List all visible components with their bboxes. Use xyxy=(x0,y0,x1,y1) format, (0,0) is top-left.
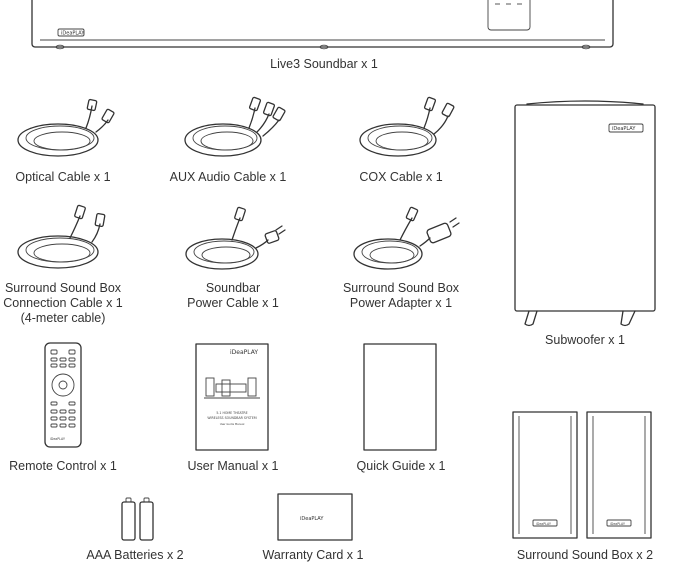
surround-cable-caption-2: Connection Cable x 1 xyxy=(3,296,123,310)
soundbar-item: iDeaPLAY Live3 Soundbar x 1 xyxy=(0,0,678,75)
surround-box-caption: Surround Sound Box x 2 xyxy=(516,548,654,562)
surround-adapter-caption-1: Surround Sound Box xyxy=(342,281,460,295)
manual-title-line-2: WIRELESS SOUNDBAR SYSTEM xyxy=(207,416,256,420)
manual-brand-logo: iDeaPLAY xyxy=(230,349,258,356)
subwoofer-brand-logo: iDeaPLAY xyxy=(612,126,636,132)
soundbar-illustration: iDeaPLAY xyxy=(31,0,614,50)
remote-control-item: iDeaPLAY Remote Control x 1 xyxy=(0,340,130,480)
soundbar-brand-logo: iDeaPLAY xyxy=(61,31,85,37)
surround-box-left-brand-logo: iDeaPLAY xyxy=(536,522,551,526)
remote-brand-logo: iDeaPLAY xyxy=(50,437,65,441)
optical-cable-illustration xyxy=(17,98,115,157)
warranty-card-caption: Warranty Card x 1 xyxy=(262,548,364,562)
soundbar-power-cable-caption-2: Power Cable x 1 xyxy=(187,296,279,310)
surround-cable-item: Surround Sound Box Connection Cable x 1 … xyxy=(0,204,130,327)
quick-guide-illustration xyxy=(363,343,437,451)
remote-control-illustration: iDeaPLAY xyxy=(44,342,82,448)
optical-cable-caption: Optical Cable x 1 xyxy=(15,170,111,184)
soundbar-power-cable-caption-1: Soundbar xyxy=(205,281,261,295)
remote-control-caption: Remote Control x 1 xyxy=(9,459,117,473)
user-manual-illustration: iDeaPLAY 5.1 HOME THEATRE WIRELESS SOUND… xyxy=(195,343,269,451)
subwoofer-item: iDeaPLAY Subwoofer x 1 xyxy=(505,100,665,350)
batteries-item: AAA Batteries x 2 xyxy=(70,490,200,570)
warranty-brand-logo: iDeaPLAY xyxy=(300,516,324,522)
manual-title-line-3: User Guide Manual xyxy=(220,422,245,426)
surround-adapter-caption-2: Power Adapter x 1 xyxy=(349,296,453,310)
cox-cable-caption: COX Cable x 1 xyxy=(359,170,443,184)
optical-cable-item: Optical Cable x 1 xyxy=(0,98,130,190)
quick-guide-caption: Quick Guide x 1 xyxy=(356,459,446,473)
soundbar-caption: Live3 Soundbar x 1 xyxy=(270,57,378,71)
user-manual-item: iDeaPLAY 5.1 HOME THEATRE WIRELESS SOUND… xyxy=(170,340,300,480)
surround-cable-caption-3: (4-meter cable) xyxy=(20,311,106,325)
surround-box-illustration: iDeaPLAY iDeaPLAY xyxy=(512,411,652,539)
cox-cable-illustration xyxy=(359,96,455,157)
surround-box-right-brand-logo: iDeaPLAY xyxy=(610,522,625,526)
surround-cable-illustration xyxy=(17,204,106,269)
subwoofer-illustration: iDeaPLAY xyxy=(514,100,656,327)
soundbar-power-cable-item: Soundbar Power Cable x 1 xyxy=(170,206,300,312)
surround-cable-caption-1: Surround Sound Box xyxy=(4,281,122,295)
warranty-card-illustration: iDeaPLAY xyxy=(277,493,353,541)
quick-guide-item: Quick Guide x 1 xyxy=(338,340,468,480)
batteries-caption: AAA Batteries x 2 xyxy=(86,548,184,562)
aux-cable-illustration xyxy=(184,96,286,157)
warranty-card-item: iDeaPLAY Warranty Card x 1 xyxy=(248,490,378,570)
cox-cable-item: COX Cable x 1 xyxy=(338,96,468,190)
soundbar-power-cable-illustration xyxy=(185,206,286,270)
user-manual-caption: User Manual x 1 xyxy=(187,459,279,473)
subwoofer-caption: Subwoofer x 1 xyxy=(545,333,625,347)
aux-cable-item: AUX Audio Cable x 1 xyxy=(165,96,295,190)
aux-cable-caption: AUX Audio Cable x 1 xyxy=(169,170,287,184)
manual-title-line-1: 5.1 HOME THEATRE xyxy=(216,411,247,415)
surround-adapter-illustration xyxy=(353,206,460,270)
surround-box-item: iDeaPLAY iDeaPLAY Surround Sound Box x 2 xyxy=(505,408,665,570)
batteries-illustration xyxy=(121,497,154,541)
surround-adapter-item: Surround Sound Box Power Adapter x 1 xyxy=(338,206,468,312)
